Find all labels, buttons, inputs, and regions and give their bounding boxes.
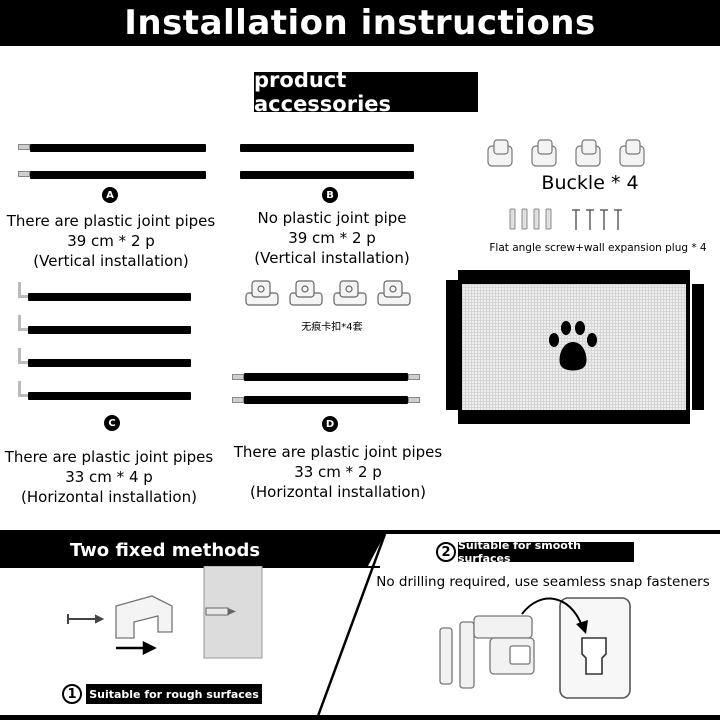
- buckle-icon: [245, 280, 411, 306]
- buckles-illustration: [487, 139, 645, 167]
- fixed-title: Two fixed methods: [69, 539, 261, 561]
- method1-number: 1: [62, 684, 82, 704]
- item-a-letter: A: [102, 187, 118, 203]
- item-b-line3: (Vertical installation): [254, 249, 410, 267]
- buckle-icon: [531, 139, 557, 167]
- item-a-desc: There are plastic joint pipes 39 cm * 2 …: [0, 211, 222, 271]
- expansion-plug-icon: [509, 208, 552, 230]
- expansion-plug-icon: [205, 607, 236, 616]
- item-a-line3: (Vertical installation): [33, 252, 189, 270]
- item-c-letter: C: [104, 415, 120, 431]
- item-b-illustration: [240, 143, 415, 183]
- screws-illustration: [509, 208, 622, 230]
- clip-caption: 无痕卡扣*4套: [301, 322, 363, 333]
- item-b-line1: No plastic joint pipe: [257, 209, 407, 227]
- seamless-clips-illustration: [245, 280, 411, 306]
- buckle-icon: [619, 139, 645, 167]
- bottom-left-panel: [0, 533, 387, 717]
- accessories-title: product accessories: [254, 68, 478, 116]
- method1-label: Suitable for rough surfaces: [86, 684, 262, 704]
- method2-desc: No drilling required, use seamless snap …: [376, 574, 710, 590]
- arrow-icon: [116, 640, 157, 656]
- buckle-label: Buckle * 4: [541, 172, 639, 194]
- item-c-line3: (Horizontal installation): [21, 488, 197, 506]
- arrow-icon: [521, 597, 583, 627]
- item-b-desc: No plastic joint pipe 39 cm * 2 p (Verti…: [222, 208, 442, 268]
- item-b-letter: B: [322, 187, 338, 203]
- page-title: Installation instructions: [0, 0, 720, 46]
- item-d-illustration: [232, 372, 422, 408]
- method2-number: 2: [436, 542, 456, 562]
- item-d-desc: There are plastic joint pipes 33 cm * 2 …: [224, 442, 452, 502]
- buckle-icon: [439, 615, 535, 689]
- item-d-letter: D: [322, 416, 338, 432]
- item-d-line2: 33 cm * 2 p: [294, 463, 382, 481]
- fastener-icon: [559, 597, 631, 699]
- method2-label: Suitable for smooth surfaces: [458, 539, 634, 565]
- item-a-line2: 39 cm * 2 p: [67, 232, 155, 250]
- item-a-line1: There are plastic joint pipes: [6, 212, 216, 230]
- item-a-illustration: [18, 143, 208, 183]
- screws-label: Flat angle screw+wall expansion plug * 4: [489, 242, 707, 254]
- method2-illustration: [439, 597, 631, 699]
- gate-mesh-illustration: [446, 270, 704, 424]
- paw-icon: [549, 321, 597, 371]
- item-d-line3: (Horizontal installation): [250, 483, 426, 501]
- method1-illustration: [67, 566, 263, 659]
- screw-icon: [572, 209, 622, 230]
- item-c-desc: There are plastic joint pipes 33 cm * 4 …: [0, 447, 218, 507]
- item-c-line1: There are plastic joint pipes: [4, 448, 214, 466]
- buckle-icon: [115, 595, 173, 639]
- screw-icon: [67, 614, 105, 624]
- buckle-icon: [575, 139, 601, 167]
- item-b-line2: 39 cm * 2 p: [288, 229, 376, 247]
- item-c-illustration: [18, 282, 193, 407]
- item-d-line1: There are plastic joint pipes: [233, 443, 443, 461]
- buckle-icon: [487, 139, 513, 167]
- item-c-line2: 33 cm * 4 p: [65, 468, 153, 486]
